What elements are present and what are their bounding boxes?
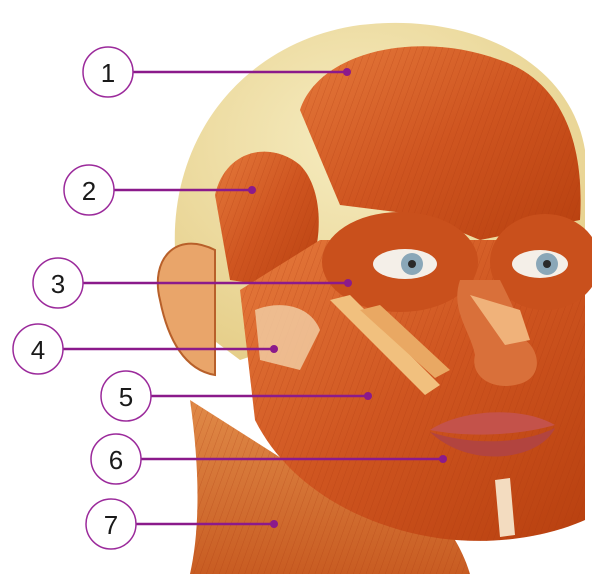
label-number-5: 5 bbox=[119, 382, 133, 412]
leader-dot-3 bbox=[344, 279, 352, 287]
ear bbox=[158, 244, 215, 375]
pupil-right bbox=[543, 260, 551, 268]
leader-dot-4 bbox=[270, 345, 278, 353]
leader-dot-1 bbox=[343, 68, 351, 76]
leader-dot-6 bbox=[439, 455, 447, 463]
label-number-6: 6 bbox=[109, 445, 123, 475]
pupil-left bbox=[408, 260, 416, 268]
label-number-2: 2 bbox=[82, 176, 96, 206]
label-number-4: 4 bbox=[31, 335, 45, 365]
label-number-1: 1 bbox=[101, 58, 115, 88]
leader-dot-7 bbox=[270, 520, 278, 528]
leader-dot-5 bbox=[364, 392, 372, 400]
label-number-3: 3 bbox=[51, 269, 65, 299]
leader-dot-2 bbox=[248, 186, 256, 194]
head-illustration bbox=[158, 23, 592, 574]
label-number-7: 7 bbox=[104, 510, 118, 540]
